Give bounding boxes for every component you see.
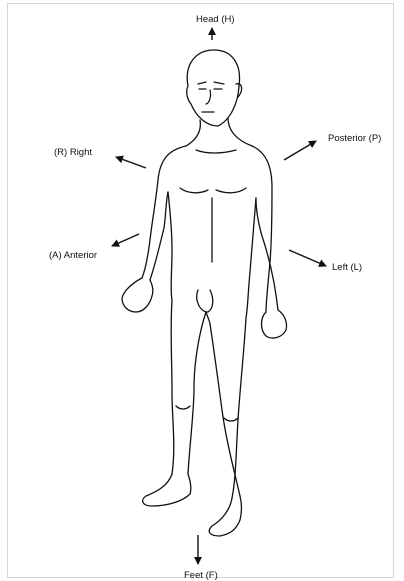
left-foot	[209, 496, 241, 536]
label-anterior: (A) Anterior	[49, 250, 97, 261]
torso-right	[168, 192, 172, 300]
right-hand	[122, 278, 153, 312]
label-right: (R) Right	[54, 147, 92, 158]
chest-left	[180, 188, 208, 193]
arrow-right	[116, 157, 146, 168]
body-outline	[122, 50, 287, 536]
chest-right	[216, 188, 246, 193]
arrow-posterior	[284, 141, 316, 160]
right-leg-inner	[188, 312, 206, 474]
brow-left	[198, 82, 206, 84]
face-details	[198, 82, 224, 112]
label-feet: Feet (F)	[184, 570, 218, 581]
left-arm-outer	[252, 146, 272, 312]
head-outline	[187, 50, 240, 126]
arrow-anterior	[112, 234, 139, 246]
neck-right	[228, 118, 252, 146]
right-arm-outer	[142, 146, 186, 278]
right-leg-outer	[171, 300, 174, 474]
brow-right	[214, 82, 224, 84]
label-head: Head (H)	[196, 14, 235, 25]
groin-line	[206, 312, 210, 324]
torso-left	[246, 198, 256, 318]
knee-right	[176, 406, 190, 409]
left-hand	[262, 310, 287, 338]
neck-left	[186, 120, 200, 146]
knee-left	[224, 418, 238, 421]
collarbone	[196, 150, 236, 153]
direction-arrows	[112, 28, 326, 564]
arrow-left	[289, 250, 326, 266]
nose	[206, 90, 211, 104]
right-foot	[143, 474, 191, 506]
label-posterior: Posterior (P)	[328, 133, 381, 144]
right-arm-inner	[150, 192, 168, 280]
genital-outline	[197, 290, 213, 312]
label-left: Left (L)	[332, 262, 362, 273]
